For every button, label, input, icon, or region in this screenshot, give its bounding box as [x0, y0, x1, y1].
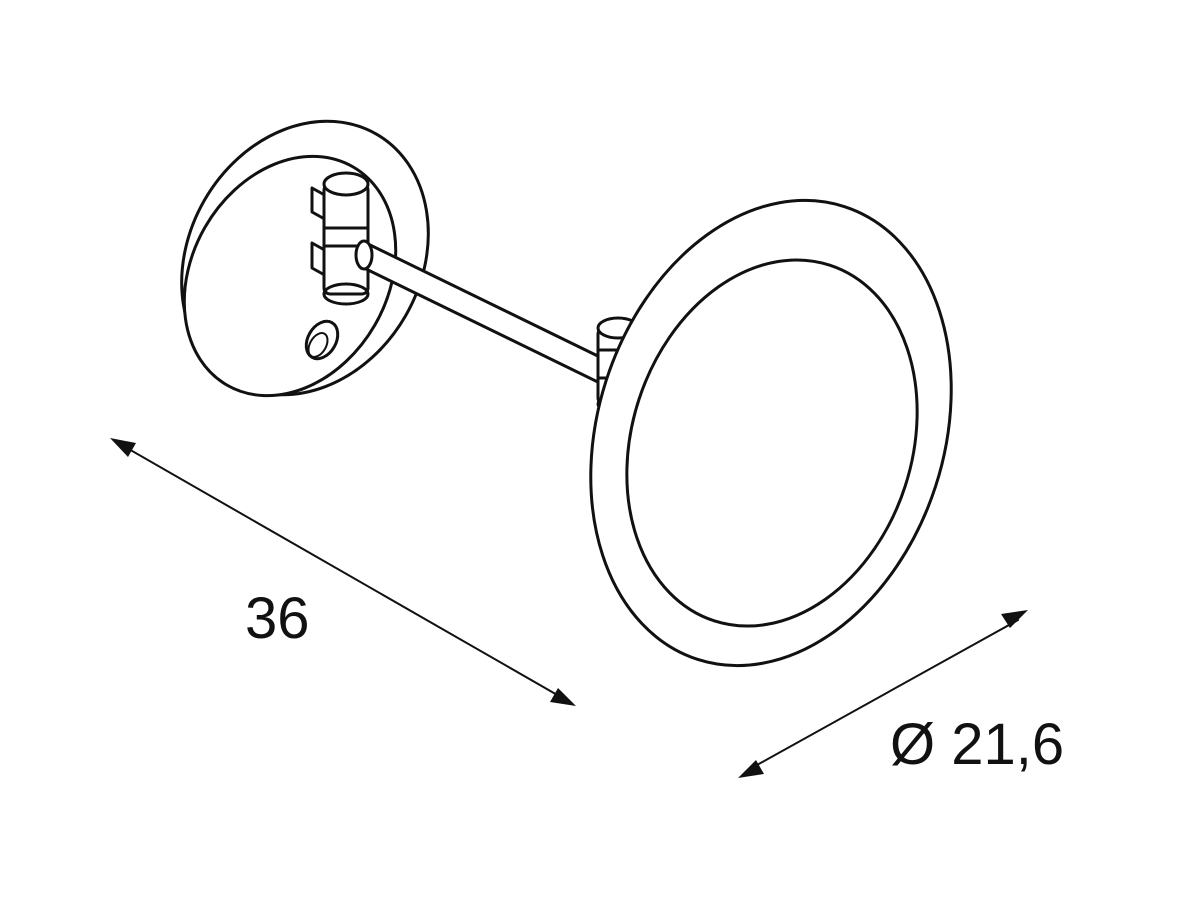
arrowhead-end-icon — [1001, 610, 1028, 628]
switch-button-icon — [304, 319, 340, 361]
diameter-dimension — [738, 610, 1028, 778]
arrowhead-start-icon — [110, 438, 136, 457]
wall-plate — [180, 119, 430, 398]
diameter-label: Ø 21,6 — [890, 712, 1064, 777]
round-mirror — [589, 198, 953, 668]
length-dimension — [110, 438, 576, 706]
wall-hinge — [310, 171, 370, 306]
arrowhead-end-icon — [550, 688, 576, 706]
arrowhead-start-icon — [738, 760, 764, 778]
length-label: 36 — [245, 586, 310, 651]
